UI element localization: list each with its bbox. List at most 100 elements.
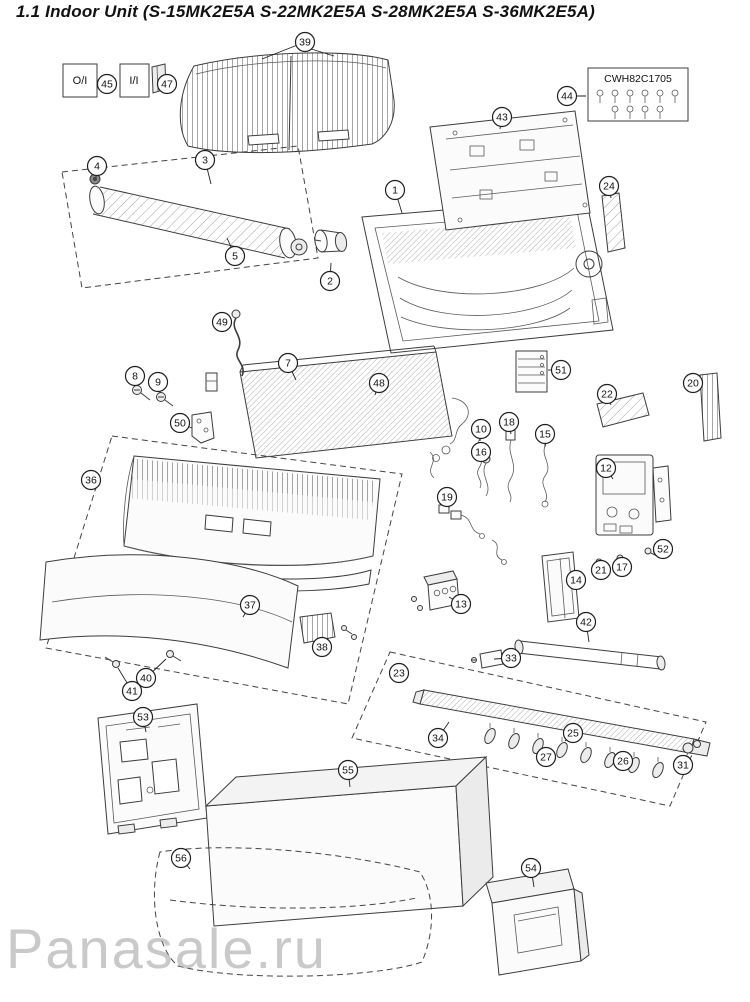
svg-text:37: 37 [244, 600, 256, 612]
switch-label-left: O/I [73, 75, 88, 87]
svg-text:25: 25 [567, 728, 579, 740]
indicator-switch-boxes: O/I I/I [62, 63, 167, 98]
svg-text:17: 17 [616, 562, 628, 574]
part-callout-50: 50 [169, 412, 191, 434]
part-callout-39: 39 [294, 31, 316, 53]
svg-text:47: 47 [161, 79, 173, 91]
part-callout-53: 53 [132, 706, 154, 728]
louver-assembly-drawing [351, 649, 711, 807]
part-callout-10: 10 [470, 418, 492, 440]
heat-exchanger-drawing [239, 345, 469, 479]
part-callout-41: 41 [121, 680, 143, 702]
part-callout-3: 3 [194, 149, 216, 171]
svg-text:54: 54 [525, 863, 537, 875]
screw-kit-box: CWH82C1705 [587, 67, 689, 122]
part-callout-49: 49 [211, 311, 233, 333]
part-callout-40: 40 [135, 667, 157, 689]
part-callout-54: 54 [520, 857, 542, 879]
part-callout-52: 52 [652, 538, 674, 560]
switch-label-right: I/I [129, 75, 138, 87]
part-callout-18: 18 [498, 411, 520, 433]
svg-text:50: 50 [174, 418, 186, 430]
drain-hose-drawing [205, 309, 244, 392]
part-callout-15: 15 [534, 423, 556, 445]
screw-icons [596, 89, 679, 119]
part-callout-31: 31 [672, 754, 694, 776]
svg-text:43: 43 [496, 112, 508, 124]
part-callout-55: 55 [337, 759, 359, 781]
svg-text:52: 52 [657, 544, 669, 556]
part-callout-38: 38 [311, 636, 333, 658]
svg-text:7: 7 [285, 358, 291, 370]
svg-text:18: 18 [503, 417, 515, 429]
part-callout-4: 4 [86, 155, 108, 177]
svg-text:40: 40 [140, 673, 152, 685]
svg-text:56: 56 [175, 853, 187, 865]
part-callout-7: 7 [277, 352, 299, 374]
svg-text:31: 31 [677, 760, 689, 772]
part-callout-43: 43 [491, 106, 513, 128]
svg-text:4: 4 [94, 161, 100, 173]
part-callout-16: 16 [470, 441, 492, 463]
part-callout-34: 34 [427, 727, 449, 749]
svg-text:21: 21 [595, 565, 607, 577]
svg-text:53: 53 [137, 712, 149, 724]
svg-text:45: 45 [101, 79, 113, 91]
svg-text:33: 33 [505, 653, 517, 665]
fan-motor-drawing [314, 229, 348, 253]
part-callout-2: 2 [319, 270, 341, 292]
part-callout-24: 24 [598, 175, 620, 197]
side-bracket-drawing [601, 192, 626, 253]
part-callout-1: 1 [384, 179, 406, 201]
front-panel-drawing [39, 554, 357, 669]
part-code-label: CWH82C1705 [604, 73, 672, 85]
svg-text:38: 38 [316, 642, 328, 654]
front-grille-drawing [179, 47, 395, 154]
part-callout-12: 12 [595, 457, 617, 479]
packing-foam-drawing [204, 755, 494, 927]
part-callout-13: 13 [450, 593, 472, 615]
svg-text:1: 1 [392, 185, 398, 197]
svg-text:12: 12 [600, 463, 612, 475]
svg-text:10: 10 [475, 424, 487, 436]
part-callout-36: 36 [80, 469, 102, 491]
svg-text:41: 41 [126, 686, 138, 698]
part-callout-17: 17 [611, 556, 633, 578]
svg-text:44: 44 [561, 91, 573, 103]
svg-text:42: 42 [580, 617, 592, 629]
top-plate-drawing [429, 110, 591, 231]
part-callout-8: 8 [124, 365, 146, 387]
svg-text:23: 23 [393, 668, 405, 680]
svg-text:16: 16 [475, 447, 487, 459]
svg-text:20: 20 [687, 378, 699, 390]
part-callout-14: 14 [565, 569, 587, 591]
svg-text:39: 39 [299, 37, 311, 49]
part-callout-44: 44 [556, 85, 578, 107]
part-callout-42: 42 [575, 611, 597, 633]
part-callout-45: 45 [96, 73, 118, 95]
part-callout-27: 27 [535, 746, 557, 768]
small-fasteners-drawing [132, 385, 215, 444]
svg-text:48: 48 [373, 378, 385, 390]
svg-text:15: 15 [539, 429, 551, 441]
svg-text:14: 14 [570, 575, 582, 587]
part-callout-33: 33 [500, 647, 522, 669]
part-callout-48: 48 [368, 372, 390, 394]
svg-text:19: 19 [441, 492, 453, 504]
part-callout-21: 21 [590, 559, 612, 581]
louver-vanes [484, 723, 664, 778]
svg-text:22: 22 [601, 389, 613, 401]
part-callout-19: 19 [436, 486, 458, 508]
pipe-tube-drawing [514, 639, 666, 671]
svg-text:36: 36 [85, 475, 97, 487]
svg-text:3: 3 [202, 155, 208, 167]
page-title: 1.1 Indoor Unit (S-15MK2E5A S-22MK2E5A S… [16, 2, 596, 21]
svg-text:49: 49 [216, 317, 228, 329]
part-callout-47: 47 [156, 73, 178, 95]
svg-text:13: 13 [455, 599, 467, 611]
part-callout-51: 51 [550, 359, 572, 381]
part-callout-26: 26 [612, 750, 634, 772]
svg-text:8: 8 [132, 371, 138, 383]
part-callout-20: 20 [682, 372, 704, 394]
